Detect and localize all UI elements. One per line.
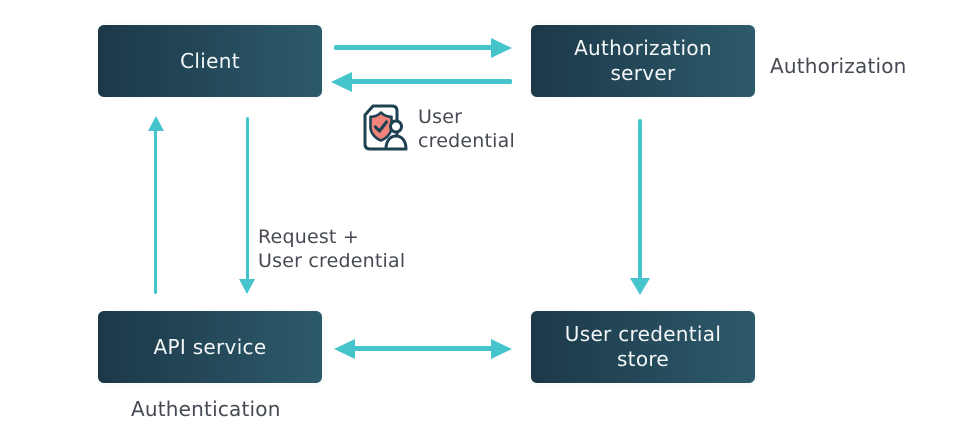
arrow-shaft — [353, 346, 493, 351]
arrowhead-down-icon — [239, 279, 255, 294]
arrow-shaft — [351, 79, 512, 84]
arrowhead-right-icon — [491, 38, 512, 58]
node-authorization-server: Authorization server — [528, 16, 765, 106]
arrowhead-left-icon — [331, 72, 352, 92]
user-credential-shield-document-icon — [363, 104, 408, 151]
node-user-credential-store-label: User credential store — [564, 322, 722, 371]
user-credential-annotation-line2: credential — [418, 130, 515, 152]
user-credential-shield-document-icon — [351, 100, 411, 158]
node-api-service: API service — [88, 302, 325, 392]
arrow-shaft — [246, 117, 249, 280]
node-authorization-server-label: Authorization server — [574, 36, 712, 85]
request-annotation-line1: Request + — [258, 226, 359, 248]
authentication-flow-label: Authentication — [131, 397, 281, 421]
arrow-shaft — [334, 45, 494, 50]
arrowhead-down-icon — [630, 278, 650, 295]
arrowhead-up-icon — [148, 116, 164, 131]
arrowhead-right-icon — [491, 339, 512, 359]
authorization-flow-label: Authorization — [770, 54, 907, 78]
user-credential-annotation-line1: User — [418, 106, 463, 128]
node-api-service-label: API service — [153, 334, 267, 359]
arrowhead-left-icon — [334, 339, 355, 359]
arrow-shaft — [638, 119, 642, 279]
request-annotation-line2: User credential — [258, 250, 406, 272]
node-user-credential-store: User credential store — [528, 302, 765, 392]
arrow-shaft — [154, 130, 157, 294]
node-client-label: Client — [180, 48, 240, 73]
node-client: Client — [88, 16, 325, 106]
